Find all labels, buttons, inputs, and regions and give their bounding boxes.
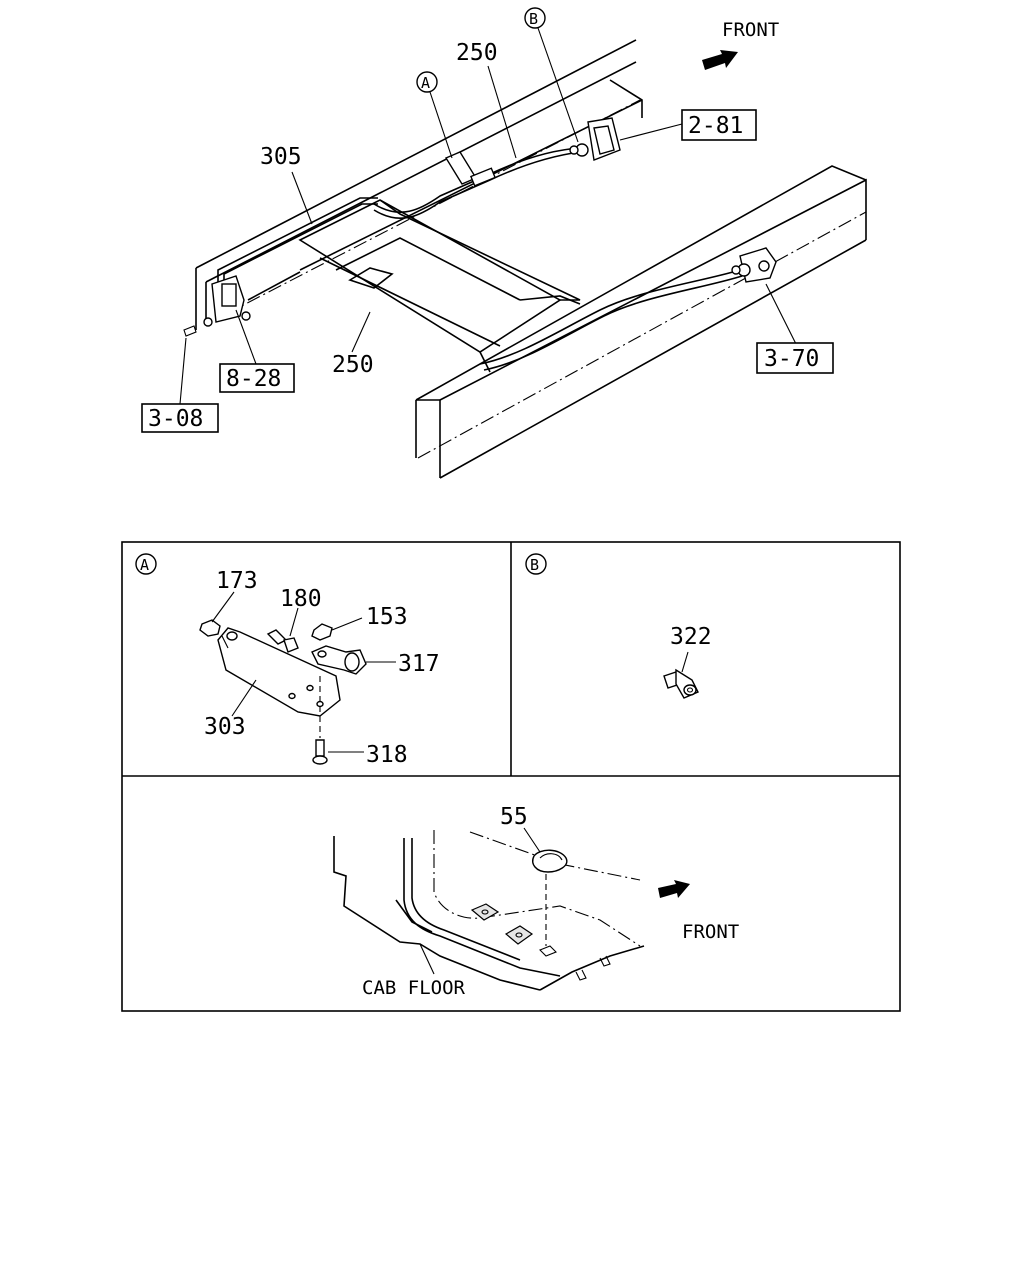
label-322: 322: [670, 624, 712, 650]
ref-3-08: 3-08: [148, 406, 203, 432]
main-view: FRONT: [141, 7, 867, 479]
bolt-180: [266, 629, 288, 645]
cab-view-panel: 55 FRONT CAB FLOOR: [333, 804, 739, 999]
valve-8-28: [183, 275, 251, 337]
label-180: 180: [280, 586, 322, 612]
detail-b-marker-circle: [525, 553, 547, 575]
label-153: 153: [366, 604, 408, 630]
front-arrow-icon-cab: [658, 880, 690, 898]
detail-b-marker: B: [530, 556, 539, 574]
floor-grommet-1: [470, 903, 500, 921]
front-arrow-icon: [702, 50, 738, 70]
marker-b-circle: [524, 7, 546, 29]
front-label-main: FRONT: [722, 19, 779, 41]
cab-floor-label: CAB FLOOR: [362, 977, 466, 999]
ref-2-81: 2-81: [688, 113, 743, 139]
nut-153: [311, 623, 333, 641]
cross-member: [298, 199, 562, 353]
valve-3-70: [731, 247, 777, 283]
detail-a-marker-circle: [135, 553, 157, 575]
floor-grommet-2: [504, 925, 534, 945]
label-55: 55: [500, 804, 528, 830]
label-317: 317: [398, 651, 440, 677]
label-173: 173: [216, 568, 258, 594]
marker-b-main: B: [529, 10, 538, 28]
detail-b-panel: B 322: [525, 553, 712, 699]
callout-250-top: 250: [456, 40, 498, 66]
fitting-322: [663, 668, 699, 699]
callout-250-bottom: 250: [332, 352, 374, 378]
detail-a-panel: A 173 180 153 317 303 318: [135, 553, 440, 768]
sensor-2-81: [569, 117, 621, 161]
marker-a-circle: [416, 71, 438, 93]
bolt-318: [315, 739, 325, 757]
cable-250-bottom: [479, 269, 741, 365]
label-303: 303: [204, 714, 246, 740]
callout-305: 305: [260, 144, 302, 170]
bracket-plate-303: [217, 627, 341, 717]
nut-173: [199, 619, 221, 637]
marker-a-main: A: [421, 74, 430, 92]
ref-3-70: 3-70: [764, 346, 819, 372]
rail-right-top-edge: [415, 165, 867, 401]
front-label-cab: FRONT: [682, 921, 739, 943]
detail-a-marker: A: [140, 556, 149, 574]
rail-left-top-edge: [195, 39, 637, 269]
cab-floor-outline: [333, 836, 541, 991]
ref-8-28: 8-28: [226, 366, 281, 392]
label-318: 318: [366, 742, 408, 768]
